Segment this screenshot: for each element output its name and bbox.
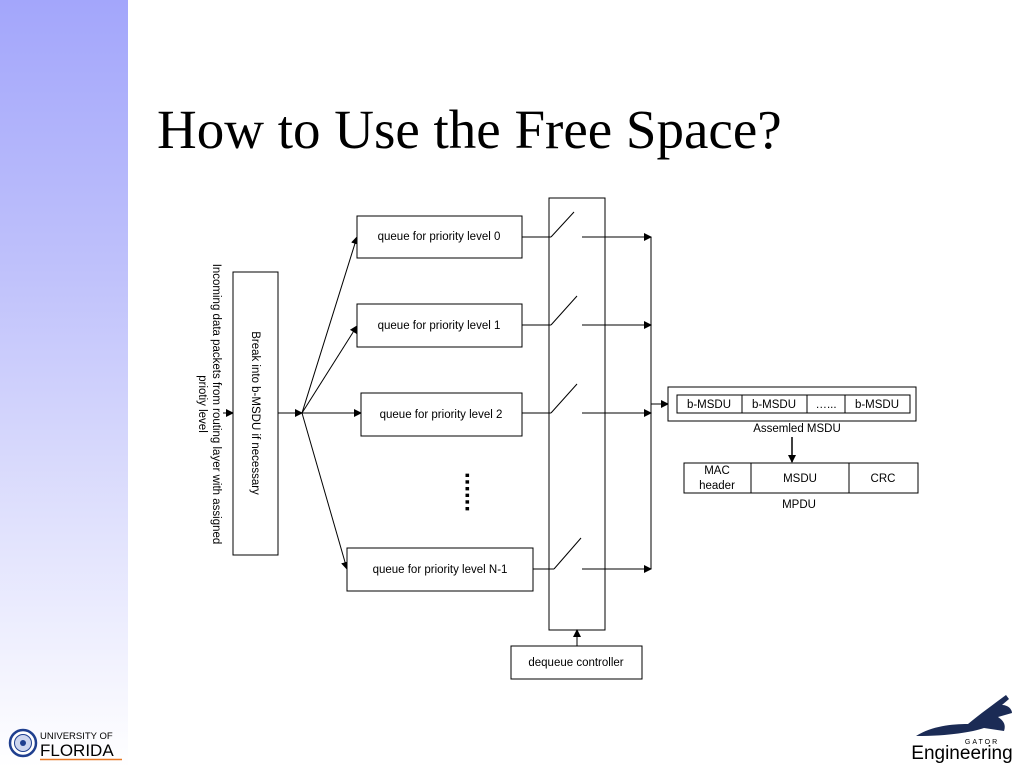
queue-label-2: queue for priority level 2 bbox=[380, 409, 503, 421]
slide-title: How to Use the Free Space? bbox=[157, 99, 782, 160]
switch-row-n bbox=[533, 537, 652, 573]
mpdu-msdu-cell bbox=[750, 462, 850, 494]
queue-label-1: queue for priority level 1 bbox=[378, 320, 501, 332]
uf-logo-line1: UNIVERSITY OF bbox=[40, 731, 113, 742]
dequeue-controller-box bbox=[510, 645, 643, 680]
fan-line-n bbox=[301, 412, 349, 570]
incoming-label-line1: Incoming data packets from routing layer… bbox=[210, 264, 222, 545]
mpdu-mac-label-line1: MAC bbox=[704, 465, 730, 477]
mpdu-msdu-label: MSDU bbox=[783, 473, 817, 485]
queue-box-n bbox=[346, 547, 534, 592]
switch-row-0 bbox=[522, 211, 652, 241]
mpdu-mac-label-line2: header bbox=[699, 480, 735, 492]
dequeue-controller-label: dequeue controller bbox=[528, 657, 623, 669]
queue-box-1 bbox=[356, 303, 523, 348]
fan-line-0 bbox=[301, 236, 359, 414]
queue-label-n: queue for priority level N-1 bbox=[373, 564, 508, 576]
mpdu-crc-label: CRC bbox=[871, 473, 896, 485]
switch-column bbox=[548, 197, 606, 631]
gator-logo-top: GATOR bbox=[965, 739, 999, 746]
incoming-label-line2: priotiy level bbox=[196, 375, 208, 433]
queue-box-2 bbox=[360, 392, 523, 437]
mpdu-caption: MPDU bbox=[782, 499, 816, 511]
switch-row-1 bbox=[522, 295, 652, 329]
assembled-cell-label-3: b-MSDU bbox=[855, 399, 899, 411]
assembled-cell-label-1: b-MSDU bbox=[752, 399, 796, 411]
gator-engineering-logo: GATOR Engineering bbox=[911, 695, 1013, 764]
fan-line-1 bbox=[301, 325, 358, 414]
uf-logo: UNIVERSITY OF FLORIDA bbox=[8, 728, 122, 761]
mpdu-crc-cell bbox=[848, 462, 919, 494]
assembled-cell-3 bbox=[844, 394, 911, 414]
uf-logo-line2: FLORIDA bbox=[40, 741, 114, 760]
sidebar-gradient bbox=[0, 0, 128, 768]
gator-logo-main: Engineering bbox=[911, 743, 1012, 764]
mpdu-mac-cell bbox=[683, 462, 752, 494]
queue-ellipsis: ...... bbox=[460, 472, 487, 512]
switch-row-2 bbox=[522, 383, 652, 417]
break-box bbox=[232, 271, 279, 556]
gator-icon bbox=[916, 695, 1012, 736]
assembled-cell-label-2: …... bbox=[815, 399, 836, 411]
assembled-cell-label-0: b-MSDU bbox=[687, 399, 731, 411]
break-box-label: Break into b-MSDU if necessary bbox=[249, 331, 261, 495]
assembled-caption: Assemled MSDU bbox=[753, 423, 841, 435]
queue-box-0 bbox=[356, 215, 523, 259]
queue-label-0: queue for priority level 0 bbox=[378, 231, 501, 243]
